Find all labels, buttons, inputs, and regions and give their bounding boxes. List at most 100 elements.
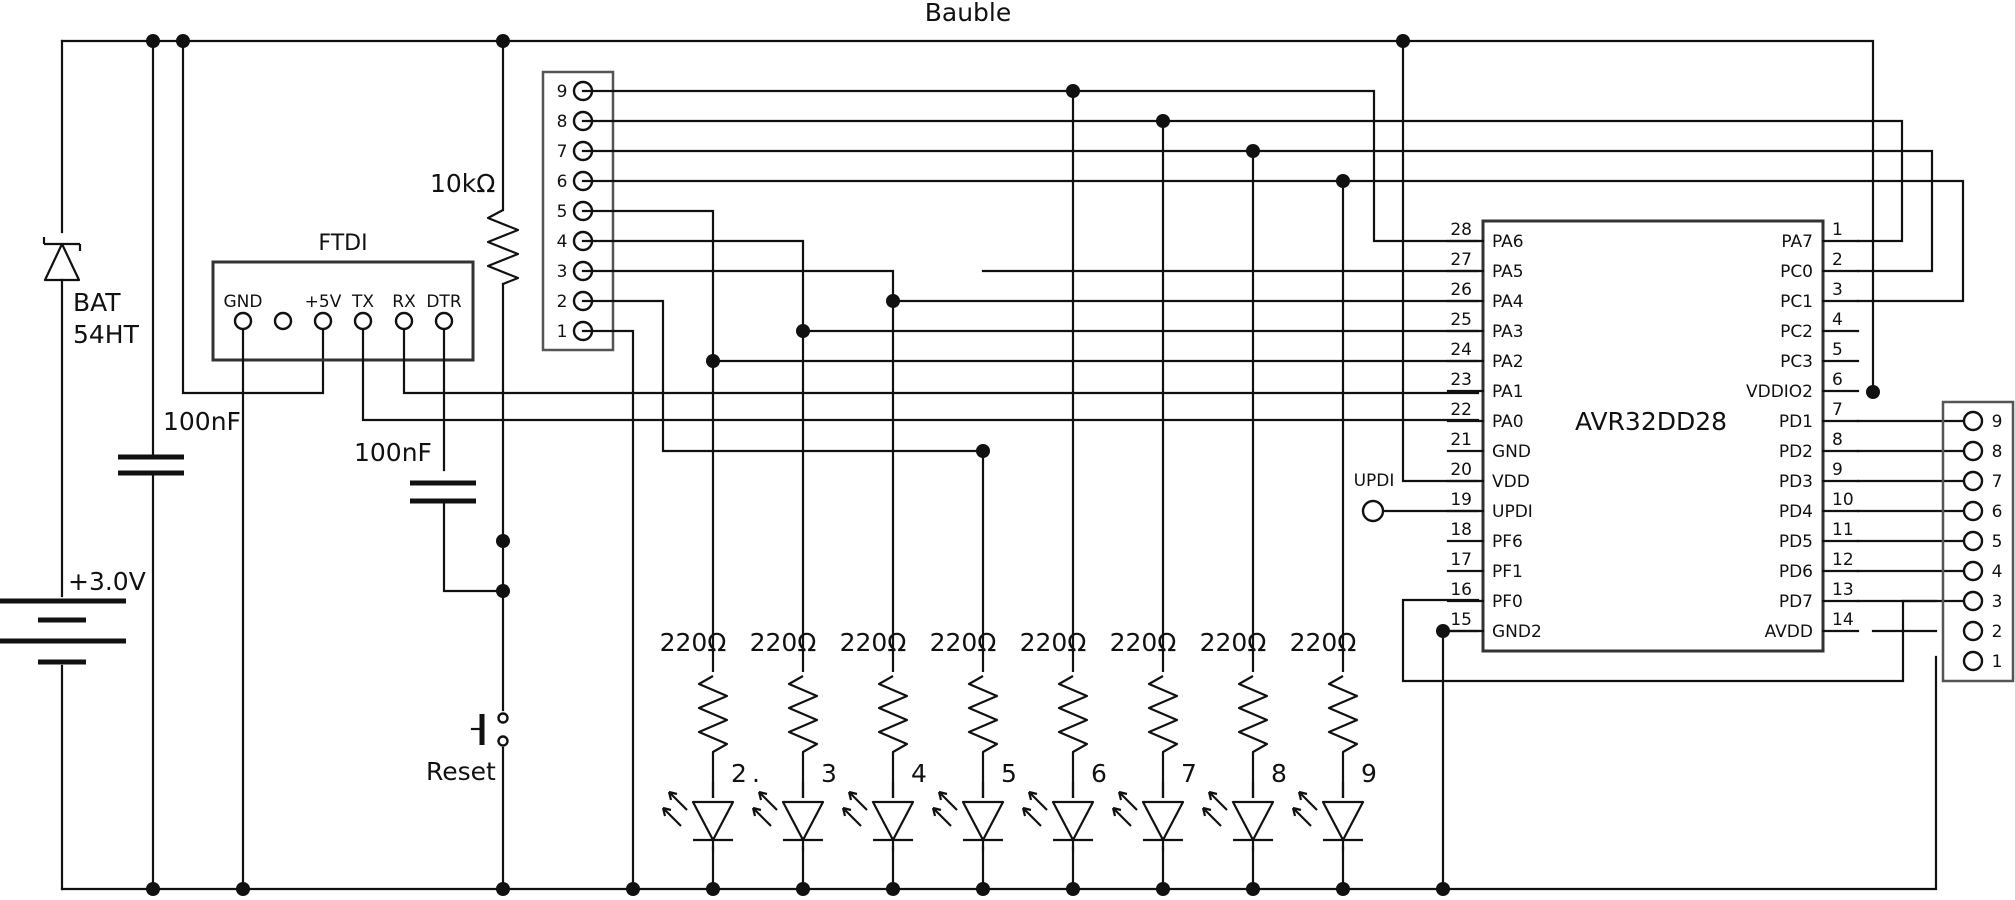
led-diode: [781, 800, 825, 842]
right-header-pin: [1962, 650, 1984, 672]
mcu-right-pin-number: 1: [1832, 220, 1843, 240]
right-header-pin: [1962, 440, 1984, 462]
mcu-right-pin-name: PD4: [1779, 502, 1813, 522]
mcu-right-pin-number: 4: [1832, 310, 1843, 330]
led-diode: [1321, 800, 1365, 842]
mcu-left-pin-number: 19: [1450, 490, 1472, 510]
led-light-arrow: [847, 790, 868, 811]
led-digit-label: 6: [1091, 759, 1107, 788]
right-header-pin-number: 2: [1992, 622, 2003, 642]
left-header-pin-number: 3: [557, 262, 568, 282]
power-source: [0, 39, 126, 891]
mcu-left-pin-name: PA3: [1492, 322, 1524, 342]
mcu-left-pin-number: 16: [1450, 580, 1472, 600]
mcu-right-pin-name: AVDD: [1765, 622, 1813, 642]
ftdi-5v-net: [181, 39, 325, 395]
mcu-right-pin-name: PC0: [1780, 262, 1813, 282]
mcu-right-pin-name: PD7: [1779, 592, 1813, 612]
diode-label-line2: 54HT: [73, 320, 140, 349]
mcu-left-pin-name: PA1: [1492, 382, 1524, 402]
mcu-right-pin-name: PA7: [1781, 232, 1813, 252]
led-light-arrow: [1291, 806, 1312, 827]
led-digit-label: 8: [1271, 759, 1287, 788]
right-header-pin: [1962, 470, 1984, 492]
mcu-left-pin-number: 23: [1450, 370, 1472, 390]
mcu-support-wiring: [1361, 39, 1938, 891]
right-header-pin-number: 7: [1992, 472, 2003, 492]
mcu-right-pin-name: VDDIO2: [1746, 382, 1813, 402]
capacitor-c2-label: 100nF: [354, 438, 432, 467]
mcu-left-pin-number: 25: [1450, 310, 1472, 330]
mcu-left-pin-name: GND2: [1492, 622, 1542, 642]
led-resistor-label: 220Ω: [1110, 628, 1177, 657]
left-header-pin-number: 4: [557, 232, 568, 252]
led-resistor: [1147, 675, 1179, 800]
led-light-arrow: [1027, 790, 1048, 811]
led-resistor: [877, 675, 909, 800]
mcu-right-pin-number: 5: [1832, 340, 1843, 360]
led-resistor: [697, 675, 729, 800]
led-light-arrow: [757, 790, 778, 811]
mcu-right-pin-number: 9: [1832, 460, 1843, 480]
diagram-title: Bauble: [925, 0, 1012, 27]
right-header-pin: [1962, 500, 1984, 522]
mcu-right-pin-name: PC3: [1780, 352, 1813, 372]
led-resistor: [1327, 675, 1359, 800]
mcu-right-pin-number: 2: [1832, 250, 1843, 270]
led-resistor: [1237, 675, 1269, 800]
junction-dot: [706, 882, 720, 896]
mcu-right-pin-number: 11: [1832, 520, 1854, 540]
mcu-left-pin-number: 18: [1450, 520, 1472, 540]
led-resistor-label: 220Ω: [840, 628, 907, 657]
right-header-pin: [1962, 590, 1984, 612]
junction-dot: [496, 584, 510, 598]
led-digit-label: 5: [1001, 759, 1017, 788]
led-digit-label: 3: [821, 759, 837, 788]
junction-dot: [1396, 34, 1410, 48]
junction-dot: [1246, 882, 1260, 896]
right-header-pin-number: 4: [1992, 562, 2003, 582]
junction-dot: [1156, 114, 1170, 128]
junction-dot: [1436, 882, 1450, 896]
mcu-right-pin-number: 3: [1832, 280, 1843, 300]
led-resistor-label: 220Ω: [660, 628, 727, 657]
led-resistor-label: 220Ω: [1020, 628, 1087, 657]
mcu-right-pin-name: PD5: [1779, 532, 1813, 552]
led-resistor: [967, 675, 999, 800]
ftdi-title: FTDI: [318, 231, 367, 256]
led-digit-label: 9: [1361, 759, 1377, 788]
junction-dots: [146, 34, 1880, 896]
led-light-arrow: [937, 790, 958, 811]
mcu-left-pin-number: 20: [1450, 460, 1472, 480]
left-header-pin-number: 9: [557, 82, 568, 102]
mcu-right-pin-name: PC2: [1780, 322, 1813, 342]
right-header-pin: [1962, 620, 1984, 642]
battery-voltage-label: +3.0V: [68, 567, 146, 596]
mcu-left-pin-name: PF1: [1492, 562, 1523, 582]
updi-pad-label: UPDI: [1354, 471, 1395, 491]
left-header-pin-number: 8: [557, 112, 568, 132]
ftdi-pin-5v-label: +5V: [305, 292, 342, 312]
junction-dot: [236, 882, 250, 896]
led-light-arrow: [661, 806, 682, 827]
ftdi-pin-rx-label: RX: [392, 292, 416, 312]
mcu-right-pin-name: PC1: [1780, 292, 1813, 312]
mcu-right-pin-number: 12: [1832, 550, 1854, 570]
led-resistor-label: 220Ω: [1290, 628, 1357, 657]
led-light-arrow: [1297, 790, 1318, 811]
capacitor-c2: [410, 480, 505, 593]
led-digit-label: 7: [1181, 759, 1197, 788]
junction-dot: [886, 882, 900, 896]
junction-dot: [1336, 174, 1350, 188]
left-header-pin-number: 5: [557, 202, 568, 222]
junction-dot: [1246, 144, 1260, 158]
right-header-wiring: [1856, 239, 1975, 603]
mcu-right-pin-number: 10: [1832, 490, 1854, 510]
right-header-pin: [1962, 560, 1984, 582]
right-header: [1941, 400, 2015, 683]
led-diode: [1231, 800, 1275, 842]
mcu-right-pin-number: 14: [1832, 610, 1854, 630]
led-resistor-label: 220Ω: [1200, 628, 1267, 657]
junction-dot: [496, 34, 510, 48]
